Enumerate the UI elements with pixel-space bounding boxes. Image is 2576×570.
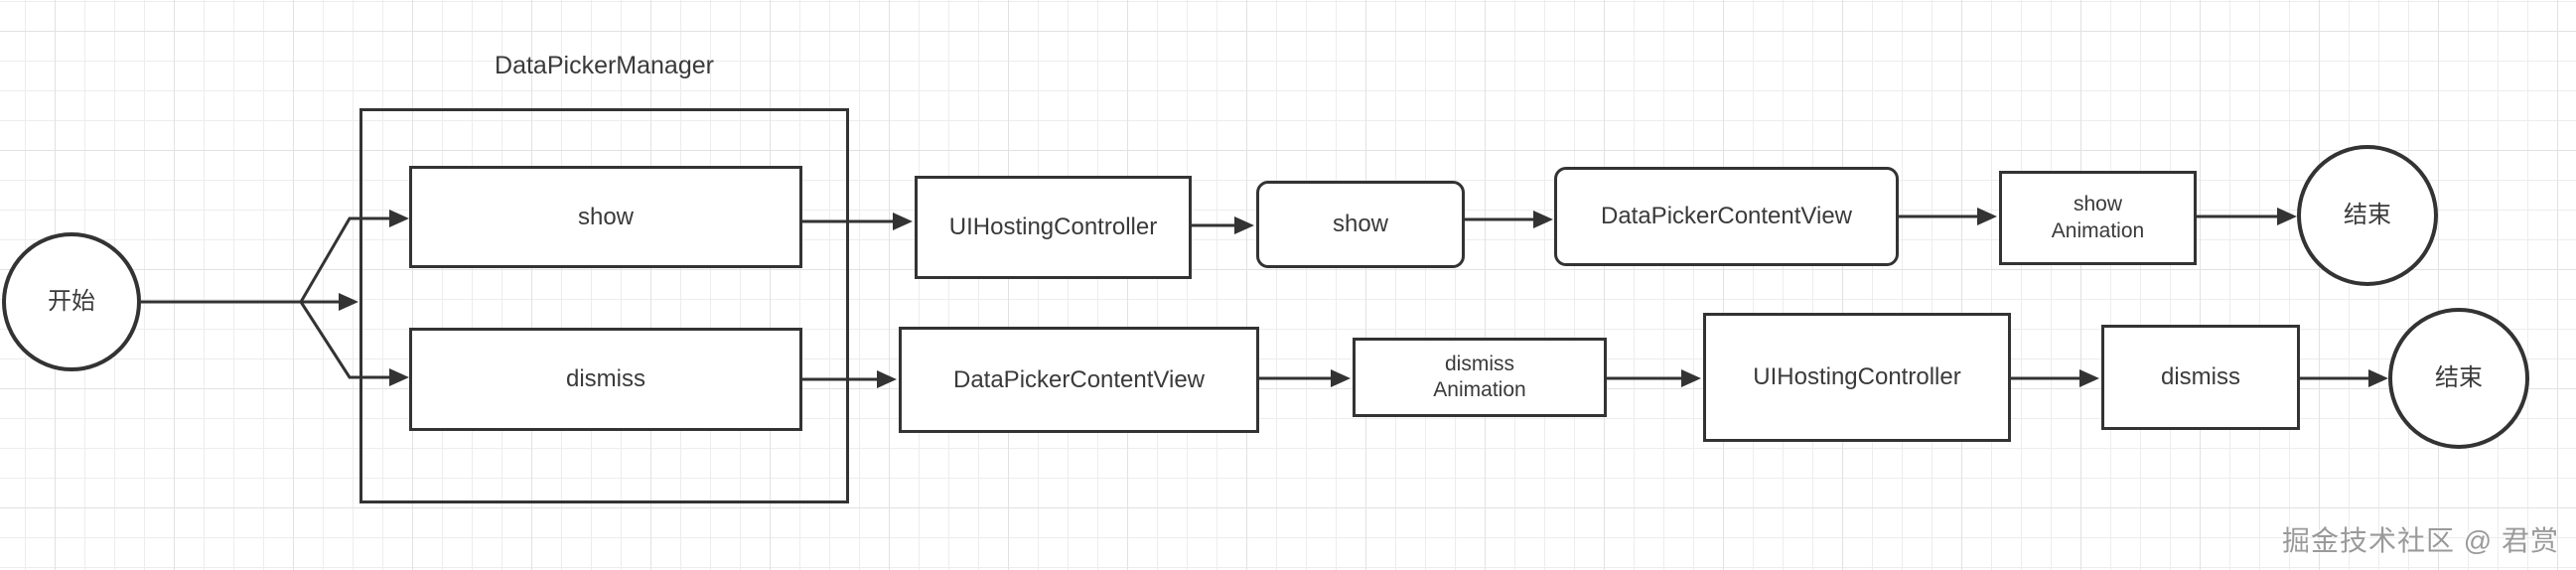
node-uihostingcontroller-bottom-label: UIHostingController — [1753, 363, 1961, 390]
arrowhead-show-animation — [1977, 208, 1997, 225]
node-datapickercontentview-top: DataPickerContentView — [1554, 167, 1899, 266]
arrowhead-end-bottom — [2368, 369, 2388, 387]
arrowhead-show-call — [1234, 216, 1254, 234]
arrowhead-container — [339, 293, 358, 311]
arrowhead-end-top — [2277, 208, 2297, 225]
node-show-method-label: show — [577, 203, 635, 230]
container-title: DataPickerManager — [495, 52, 714, 79]
node-end-top: 结束 — [2297, 145, 2438, 286]
arrowhead-uihosting-top — [893, 213, 913, 230]
node-datapickercontentview-bottom: DataPickerContentView — [899, 327, 1259, 433]
node-end-bottom-label: 结束 — [2435, 364, 2483, 391]
node-datapickercontentview-top-label: DataPickerContentView — [1600, 203, 1853, 229]
node-uihostingcontroller-top: UIHostingController — [915, 176, 1192, 279]
node-uihostingcontroller-bottom: UIHostingController — [1703, 313, 2011, 442]
node-end-top-label: 结束 — [2344, 202, 2391, 228]
node-dismiss-animation-label: dismiss Animation — [1433, 352, 1526, 401]
node-show-animation: show Animation — [1999, 171, 2197, 265]
node-uihostingcontroller-top-label: UIHostingController — [948, 214, 1158, 240]
node-show-animation-label: show Animation — [2051, 193, 2145, 242]
node-dismiss-call: dismiss — [2101, 325, 2300, 430]
arrowhead-dismiss-animation — [1331, 369, 1351, 387]
container-datapickermanager — [359, 108, 849, 503]
node-datapickercontentview-bottom-label: DataPickerContentView — [952, 365, 1206, 393]
node-dismiss-call-label: dismiss — [2160, 363, 2240, 390]
node-show-call: show — [1256, 181, 1465, 268]
node-dismiss-method: dismiss — [409, 328, 802, 431]
node-dismiss-method-label: dismiss — [565, 365, 645, 392]
node-dismiss-animation: dismiss Animation — [1353, 338, 1607, 417]
node-start-label: 开始 — [48, 288, 95, 315]
arrowhead-contentview-bottom — [877, 370, 897, 388]
node-show-method: show — [409, 166, 802, 268]
node-show-call-label: show — [1332, 211, 1389, 237]
arrowhead-contentview-top — [1533, 211, 1553, 228]
arrowhead-uihosting-bottom — [1681, 369, 1701, 387]
watermark: 掘金技术社区 @ 君赏 — [2282, 525, 2559, 556]
arrowhead-dismiss-call — [2079, 369, 2099, 387]
node-start: 开始 — [2, 232, 141, 371]
node-end-bottom: 结束 — [2388, 308, 2529, 449]
